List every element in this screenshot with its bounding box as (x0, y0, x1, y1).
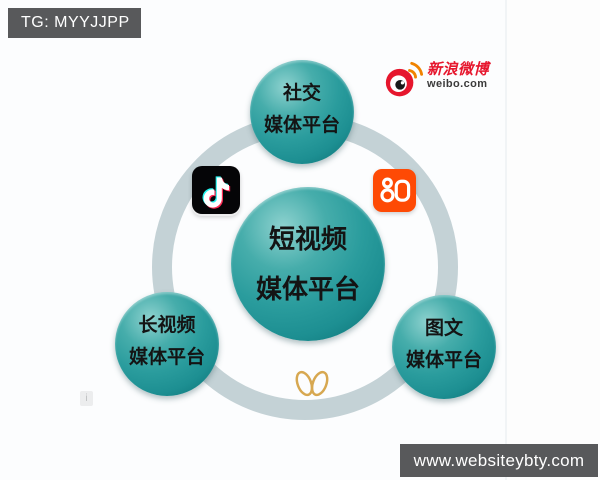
weibo-logo: 新浪微博 weibo.com (385, 54, 489, 98)
kuaishou-icon (373, 169, 416, 212)
node-label-line2: 媒体平台 (405, 349, 482, 371)
node-label-line1: 长视频 (138, 314, 196, 336)
weishi-butterfly-icon (291, 366, 333, 407)
node-label-line1: 短视频 (268, 224, 347, 254)
tg-contact-badge: TG: MYYJJPP (8, 8, 141, 38)
weibo-name-cn: 新浪微博 (427, 60, 490, 78)
node-short-video-platform: 短视频 媒体平台 (231, 187, 385, 341)
weibo-eye-icon (385, 61, 423, 97)
node-label-line2: 媒体平台 (255, 274, 360, 304)
node-long-video-platform: 长视频 媒体平台 (115, 292, 219, 396)
tg-contact-text: TG: MYYJJPP (21, 14, 130, 31)
node-label-line2: 媒体平台 (263, 114, 340, 136)
weibo-domain: weibo.com (427, 78, 488, 91)
node-label-line2: 媒体平台 (128, 346, 205, 368)
douyin-tiktok-icon (192, 166, 240, 214)
faint-smudge-mark: i (80, 391, 93, 406)
node-image-text-platform: 图文 媒体平台 (392, 295, 496, 399)
node-social-media-platform: 社交 媒体平台 (250, 60, 354, 164)
node-label-line1: 社交 (282, 82, 321, 104)
node-label-line1: 图文 (424, 317, 463, 339)
website-watermark-text: www.websiteybty.com (413, 450, 585, 470)
background-right-band (505, 0, 600, 480)
website-watermark: www.websiteybty.com (400, 444, 598, 477)
